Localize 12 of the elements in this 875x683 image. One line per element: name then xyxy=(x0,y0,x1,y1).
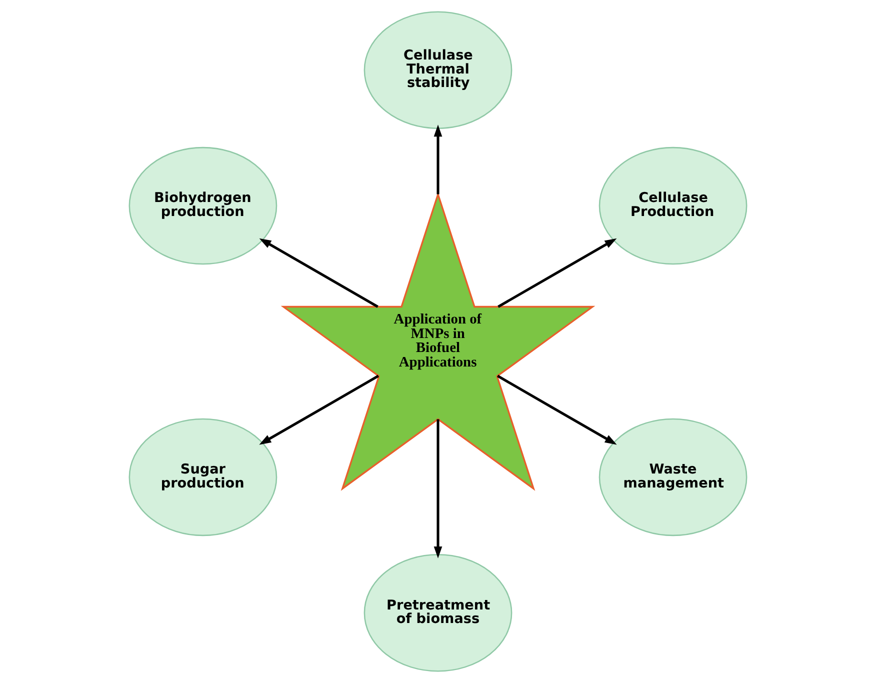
arrow xyxy=(496,374,616,445)
node-ellipse: Cellulase Production xyxy=(598,146,747,265)
arrow xyxy=(258,238,378,308)
node-ellipse: Sugar production xyxy=(128,418,277,536)
node-ellipse: Waste management xyxy=(598,418,747,536)
arrow xyxy=(433,419,442,558)
arrow xyxy=(433,124,442,194)
node-ellipse: Biohydrogen production xyxy=(128,146,277,265)
node-ellipse: Pretreatment of biomass xyxy=(363,554,512,672)
arrow xyxy=(497,238,616,308)
arrow xyxy=(258,374,379,445)
node-ellipse: Cellulase Thermal stability xyxy=(363,11,512,129)
